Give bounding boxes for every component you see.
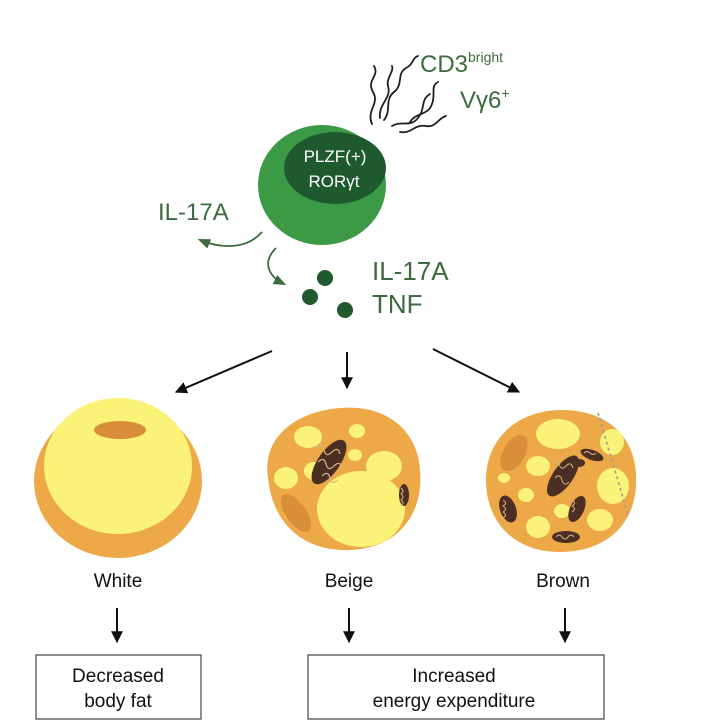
- outcome-box-increased: Increased energy expenditure: [307, 654, 605, 720]
- white-adipocyte: [34, 398, 202, 558]
- secreted-il17a-label: IL-17A: [372, 256, 449, 286]
- outcome-arrows: [111, 608, 571, 644]
- secreted-dot: [317, 270, 333, 286]
- diverging-arrows: [174, 348, 521, 394]
- arrow-to-white: [174, 350, 273, 394]
- t-cell: PLZF(+) RORγt CD3bright Vγ6+ IL-17A IL-1…: [158, 49, 510, 319]
- secreted-tnf-label: TNF: [372, 289, 423, 319]
- marker-vg6-sup: +: [501, 85, 509, 101]
- tcr-receptor-squiggles: [369, 55, 447, 134]
- outcome-left-line2: body fat: [84, 691, 152, 712]
- left-curved-arrow: [197, 231, 263, 249]
- outcome-left-line1: Decreased: [72, 666, 164, 687]
- beige-cell-nucleus: [280, 494, 312, 532]
- beige-mitochondria: [311, 439, 409, 507]
- brown-label: Brown: [536, 571, 590, 592]
- arrow-to-brown: [432, 348, 521, 393]
- brown-mitochondria: [499, 448, 604, 543]
- secreted-dot: [302, 289, 318, 305]
- marker-vg6-label: Vγ6+: [460, 85, 510, 114]
- left-il17a-label: IL-17A: [158, 199, 229, 226]
- white-label: White: [94, 571, 143, 592]
- marker-vg6-main: Vγ6: [460, 87, 501, 114]
- marker-cd3-main: CD3: [420, 51, 468, 78]
- brown-cell-nucleus: [500, 434, 528, 472]
- secreted-dot: [337, 302, 353, 318]
- marker-cd3-sup: bright: [468, 49, 503, 65]
- secretion-curved-arrow: [267, 247, 287, 286]
- white-cell-nucleus: [94, 421, 146, 439]
- nucleus-label-rorgt: RORγt: [309, 172, 360, 191]
- outcome-right-line2: energy expenditure: [373, 691, 536, 712]
- beige-adipocyte: [267, 407, 421, 551]
- outcome-box-decreased: Decreased body fat: [35, 654, 202, 720]
- nucleus-label-plzf: PLZF(+): [304, 147, 367, 166]
- brown-adipocyte: [486, 410, 637, 552]
- outcome-right-line1: Increased: [412, 666, 495, 687]
- beige-label: Beige: [325, 571, 374, 592]
- t-cell-nucleus: [284, 132, 386, 204]
- marker-cd3-label: CD3bright: [420, 49, 503, 78]
